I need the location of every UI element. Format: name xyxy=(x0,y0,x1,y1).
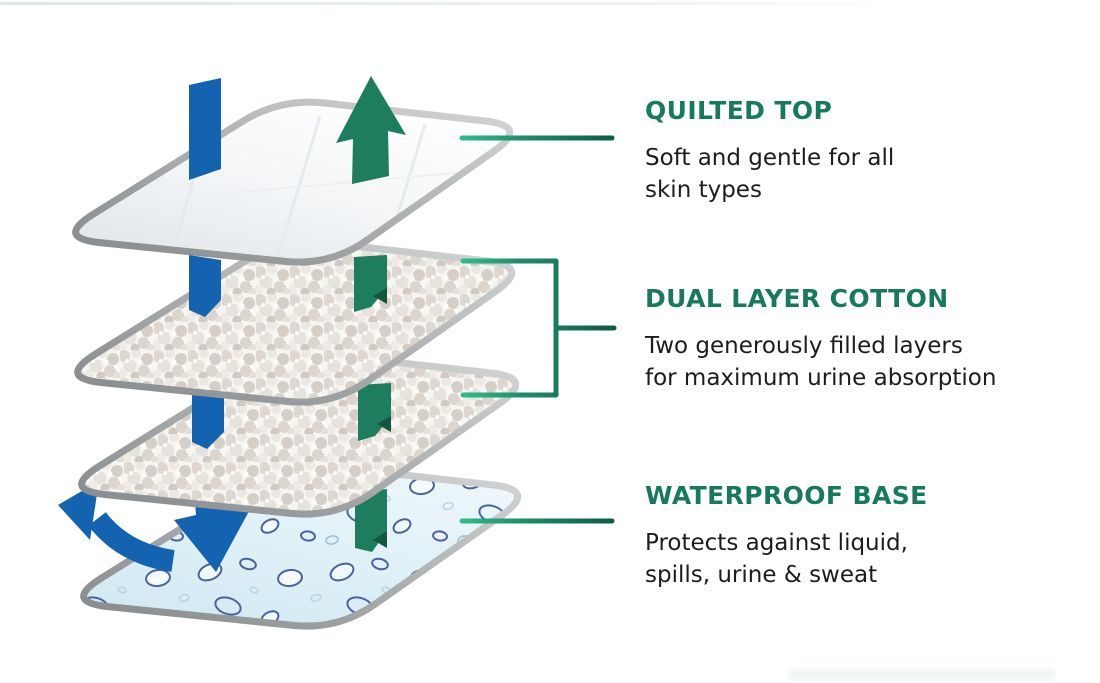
base-arrows xyxy=(58,481,387,572)
description-line: skin types xyxy=(645,177,762,203)
quilted-top-layer xyxy=(76,102,510,268)
airflow-up-arrow-icon xyxy=(336,76,406,184)
section-title: WATERPROOF BASE xyxy=(645,481,928,510)
liquid-down-strip-segment xyxy=(192,387,224,449)
airflow-strip-fold xyxy=(373,288,387,304)
description-line: Two generously filled layers xyxy=(645,333,963,359)
bracket-dual-layer-cotton xyxy=(460,258,617,398)
section-description: Protects against liquid, spills, urine & … xyxy=(645,527,1085,591)
airflow-arrow-fold xyxy=(373,531,387,548)
faint-watermark xyxy=(788,669,1056,680)
liquid-down-strip-segment xyxy=(189,255,221,317)
section-title: DUAL LAYER COTTON xyxy=(645,284,949,313)
section-description: Soft and gentle for all skin types xyxy=(645,142,1085,206)
spill-deflect-arrow-head xyxy=(58,481,99,540)
layers-exploded-diagram xyxy=(58,76,617,683)
liquid-down-arrow-icon xyxy=(189,78,221,180)
top-divider-line xyxy=(0,2,908,5)
description-line: Soft and gentle for all xyxy=(645,145,895,171)
section-dual-layer-cotton: DUAL LAYER COTTON Two generously filled … xyxy=(645,284,1085,394)
leader-lines xyxy=(459,135,617,524)
description-line: for maximum urine absorption xyxy=(645,365,997,391)
section-quilted-top: QUILTED TOP Soft and gentle for all skin … xyxy=(645,96,1085,206)
section-description: Two generously filled layers for maximum … xyxy=(645,330,1085,394)
description-line: Protects against liquid, xyxy=(645,530,908,556)
spill-deflect-curved-arrow-icon xyxy=(88,512,175,572)
section-waterproof-base: WATERPROOF BASE Protects against liquid,… xyxy=(645,481,1085,591)
liquid-down-arrow-head-icon xyxy=(174,482,254,572)
airflow-strip-fold xyxy=(377,416,391,432)
arrow-strips-mid-lower xyxy=(192,383,391,449)
airflow-up-strip-segment xyxy=(358,383,391,441)
description-line: spills, urine & sweat xyxy=(645,562,878,588)
arrow-strips-mid-upper xyxy=(189,255,387,317)
section-title: QUILTED TOP xyxy=(645,96,833,125)
top-arrows xyxy=(189,76,406,184)
